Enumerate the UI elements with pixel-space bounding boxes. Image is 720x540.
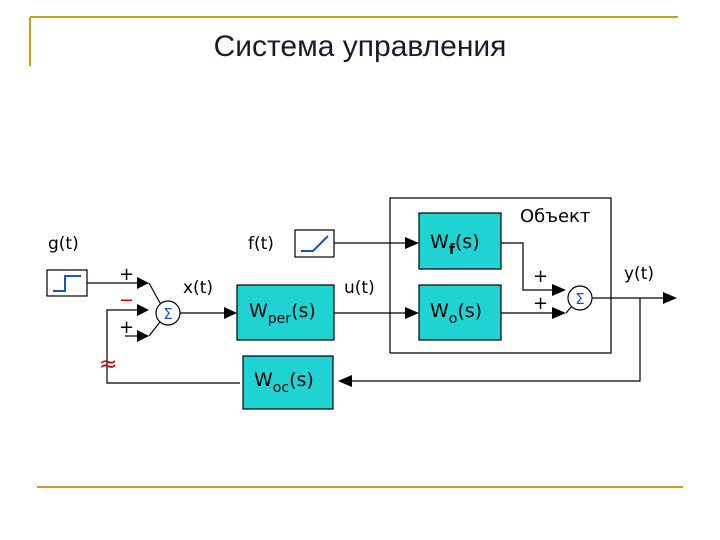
signal-label-u: u(t) (344, 278, 375, 298)
arrow-y (663, 292, 677, 304)
arrow-wf-out (552, 284, 566, 296)
block-w-per-label: Wper(s) (249, 300, 316, 327)
signal-label-y: y(t) (624, 264, 654, 284)
arrow-feedback-in (137, 304, 149, 316)
line-feedback (352, 298, 641, 382)
arrow-f (405, 237, 419, 249)
block-w-f (418, 212, 502, 270)
summer-2-symbol: Σ (575, 290, 584, 308)
signal-label-x: x(t) (183, 278, 213, 298)
slide-title: Система управления (213, 30, 507, 63)
ramp-source-block (294, 229, 335, 258)
signal-label-f: f(t) (248, 234, 274, 254)
step-source-block (46, 269, 88, 297)
arrow-u (405, 307, 419, 319)
summer-1-symbol: Σ (163, 305, 172, 323)
arrow-feedback (338, 375, 352, 387)
object-boundary (389, 197, 612, 354)
line-third-input-b (148, 321, 161, 337)
summer2-sign-bottom: + (533, 293, 548, 314)
summer2-sign-top: + (533, 266, 548, 287)
block-diagram: Объект g(t) f(t) + − + Σ x(t) Wper(s) u(… (46, 197, 677, 410)
ramp-icon (301, 235, 329, 252)
summer1-sign-top: + (119, 264, 134, 285)
signal-label-g: g(t) (48, 234, 79, 254)
arrow-x (224, 307, 237, 319)
object-label: Объект (520, 206, 590, 227)
block-w-o (418, 284, 502, 341)
line-wf-out (501, 242, 552, 291)
line-wo-out-b (565, 305, 573, 314)
arrow-third-input (137, 330, 149, 342)
block-w-f-label: Wf(s) (430, 231, 480, 258)
summer1-sign-bottom: + (119, 317, 134, 338)
summer1-sign-mid: − (119, 290, 134, 311)
arrow-wo-out (552, 307, 566, 319)
feedback-approx-mark: ≈ (99, 352, 117, 377)
block-w-oc-label: Woc(s) (254, 369, 314, 396)
arrow-g (137, 277, 149, 289)
line-g-to-summer-b (148, 282, 161, 304)
step-icon (53, 275, 81, 292)
block-w-oc (242, 355, 334, 410)
line-feedback-to-summer (106, 309, 240, 384)
block-w-o-label: Wo(s) (430, 300, 482, 327)
